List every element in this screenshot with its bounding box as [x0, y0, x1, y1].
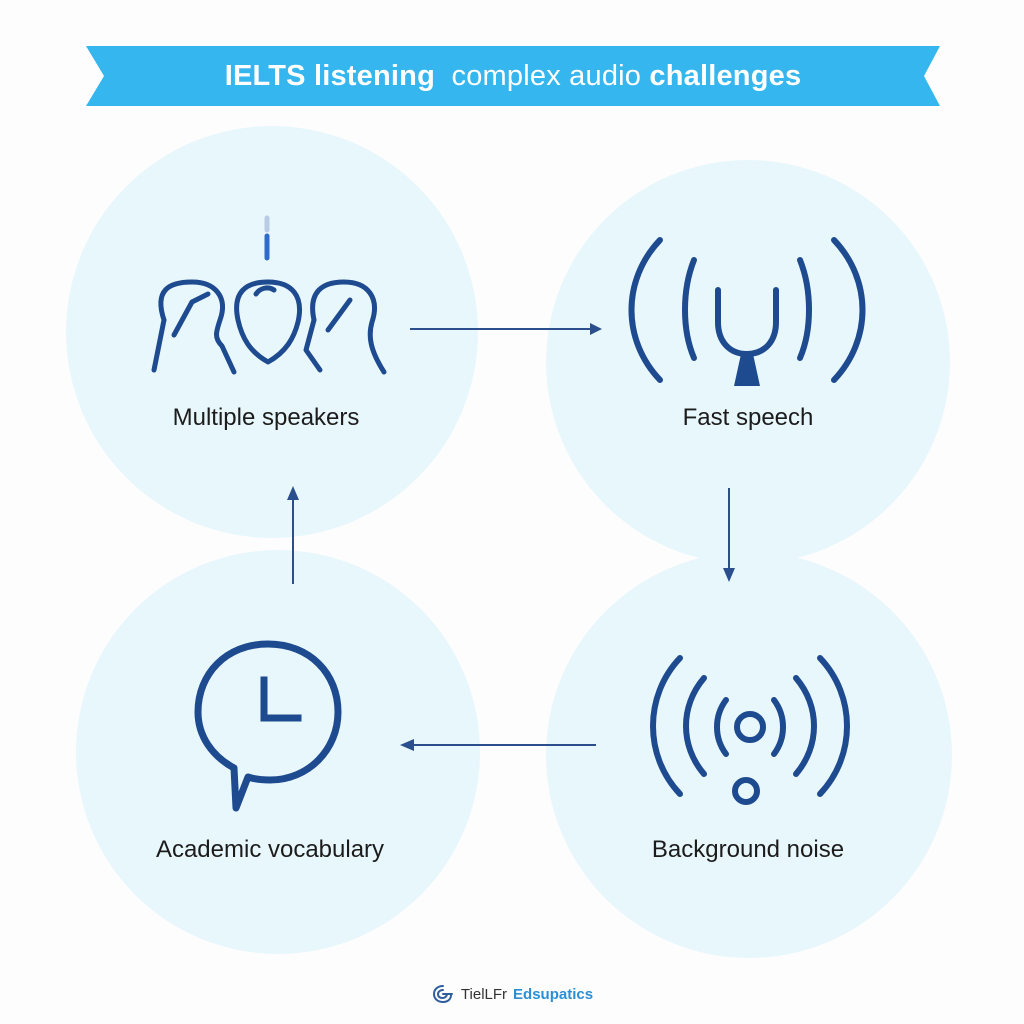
- arrow-left: [400, 739, 596, 751]
- banner-title-part1: IELTS listening: [224, 60, 435, 92]
- node-background-noise: [546, 552, 952, 958]
- label-background-noise: Background noise: [651, 836, 845, 863]
- banner-title-part3: challenges: [649, 60, 802, 92]
- banner-title: IELTS listening complex audio challenges: [86, 46, 940, 106]
- label-academic-vocabulary: Academic vocabulary: [155, 836, 385, 863]
- footer-logo: TielLFr Edsupatics: [0, 982, 1024, 1010]
- banner-title-part2: complex audio: [451, 60, 642, 92]
- broadcast-icon: [650, 655, 850, 805]
- label-fast-speech: Fast speech: [682, 404, 814, 431]
- people-icon: [151, 215, 387, 375]
- node-multiple-speakers: [66, 126, 478, 538]
- arrow-right: [410, 323, 602, 335]
- label-multiple-speakers: Multiple speakers: [172, 404, 360, 431]
- node-academic-vocabulary: [76, 550, 480, 954]
- clock-speech-bubble-icon: [194, 640, 342, 812]
- footer-name: TielLFr: [460, 985, 508, 1003]
- title-banner: IELTS listening complex audio challenges: [86, 46, 940, 106]
- banner-ribbon-shape: [86, 46, 940, 106]
- footer-brand: Edsupatics: [513, 985, 594, 1003]
- arrow-down: [723, 488, 735, 582]
- swirl-logo-icon: [432, 985, 453, 1004]
- sound-waves-icon: [628, 237, 866, 386]
- arrow-up: [287, 486, 299, 584]
